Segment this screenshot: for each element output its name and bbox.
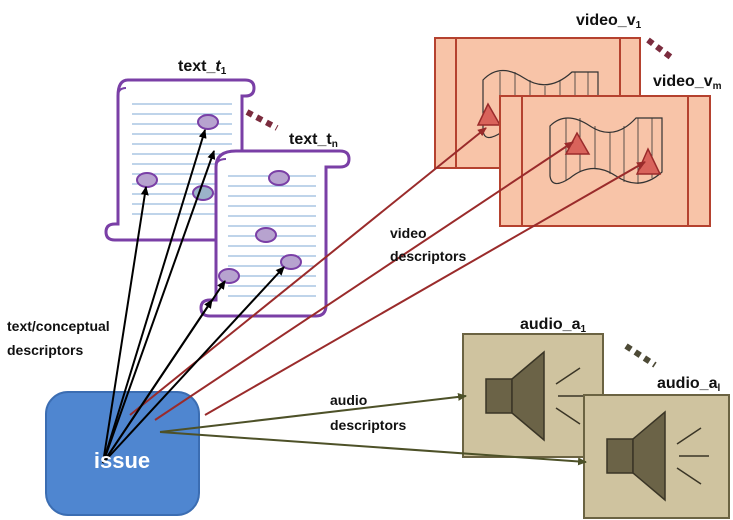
video-ellipsis	[646, 37, 674, 61]
label-text-t1: text_t1	[178, 58, 227, 77]
audio-descriptor-arrows	[159, 392, 587, 466]
label-text-tn: text_tn	[289, 131, 338, 150]
audio-descriptors-label-line2: descriptors	[330, 417, 406, 433]
text-descriptors-label-line2: descriptors	[7, 342, 83, 358]
text-descriptors-label-line1: text/conceptual	[7, 318, 110, 334]
concept-dot	[218, 268, 240, 284]
audio-clip-al	[583, 394, 730, 519]
audio-clip-a1	[462, 333, 604, 458]
speaker-icon	[485, 350, 588, 442]
concept-dot	[268, 170, 290, 186]
issue-label: issue	[94, 448, 150, 473]
label-audio-al: audio_al	[657, 375, 720, 394]
concept-dot	[255, 227, 277, 243]
concept-dot	[192, 185, 214, 201]
video-descriptors-label-line1: video	[390, 225, 427, 241]
label-video-vm: video_vm	[653, 73, 722, 92]
text-descriptor-arrows	[102, 129, 285, 464]
concept-dot	[280, 254, 302, 270]
issue-node	[45, 391, 200, 516]
audio-ellipsis	[624, 343, 657, 368]
label-video-v1: video_v1	[576, 12, 642, 31]
concept-dot	[197, 114, 219, 130]
video-frame-vm	[499, 95, 711, 227]
audio-descriptors-label-line1: audio	[330, 392, 367, 408]
text-document-tn	[199, 149, 351, 318]
speaker-icon	[606, 410, 709, 502]
label-audio-a1: audio_a1	[520, 316, 586, 335]
text-ellipsis	[245, 109, 279, 131]
concept-dot	[136, 172, 158, 188]
video-descriptor-arrows	[129, 127, 646, 421]
video-descriptors-label-line2: descriptors	[390, 248, 466, 264]
